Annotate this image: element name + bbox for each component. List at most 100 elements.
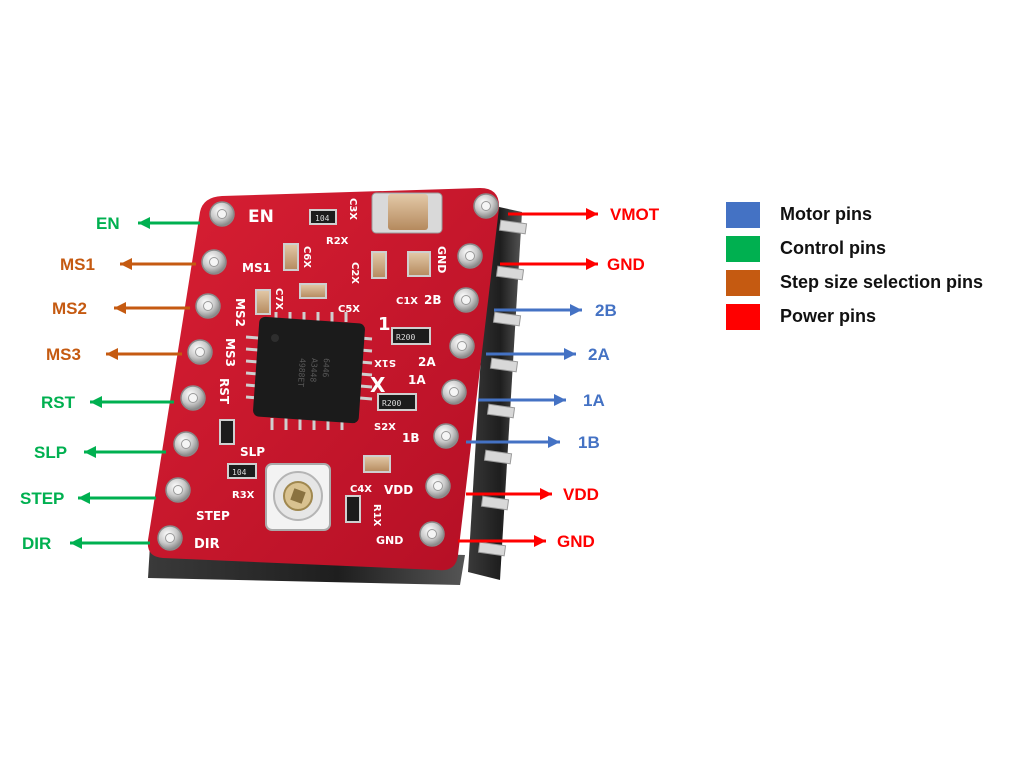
arrow-right-vdd-6 — [466, 488, 552, 500]
arrow-right-2a-3 — [486, 348, 576, 360]
pin-label-right-2b-2: 2B — [595, 301, 617, 320]
silk-c4x: C4X — [350, 484, 372, 495]
pad-right-2b-2 — [453, 287, 479, 313]
pad-right-2a-3 — [449, 333, 475, 359]
silk-1b: 1B — [402, 431, 420, 445]
silk-c7x: C7X — [273, 288, 284, 310]
arrow-right-gnd-1 — [500, 258, 598, 270]
pin-label-right-vmot-0: VMOT — [610, 205, 660, 224]
board-silkscreen: EN MS1 MS2 MS3 RST SLP STEP DIR GND 2B 2… — [194, 198, 448, 552]
silk-c1x: C1X — [396, 296, 418, 307]
silk-rst: RST — [217, 378, 231, 405]
resistor-mark-s2x: R200 — [382, 399, 401, 408]
arrow-left-en-0 — [138, 217, 200, 229]
driver-chip: 4988ET A3448 6446 — [245, 312, 373, 430]
arrow-left-slp-5 — [84, 446, 166, 458]
capacitor-c2x — [371, 251, 387, 279]
pin-label-left-ms1-1: MS1 — [60, 255, 95, 274]
pin-label-right-vdd-6: VDD — [563, 485, 599, 504]
pad-left-ms3-3 — [187, 339, 213, 365]
silk-s1x: S1X — [374, 357, 396, 368]
pin-label-right-gnd-7: GND — [557, 532, 595, 551]
silk-c3x: C3X — [347, 198, 358, 220]
silk-r3x: R3X — [232, 490, 255, 501]
resistor-r1x — [345, 495, 361, 523]
resistor-r3x — [227, 463, 257, 479]
legend-item-control: Control pins — [726, 234, 1016, 268]
pad-left-ms2-2 — [195, 293, 221, 319]
pin-label-right-gnd-1: GND — [607, 255, 645, 274]
silk-ms1: MS1 — [242, 261, 271, 275]
silk-r2x: R2X — [326, 236, 349, 247]
pad-right-gnd-7 — [419, 521, 445, 547]
pin-label-right-1a-4: 1A — [583, 391, 605, 410]
pad-left-step-6 — [165, 477, 191, 503]
resistor-r2x — [309, 209, 337, 225]
pad-right-gnd-1 — [457, 243, 483, 269]
pad-left-ms1-1 — [201, 249, 227, 275]
arrow-left-dir-7 — [70, 537, 150, 549]
capacitor-c1x — [407, 251, 431, 277]
pin-label-left-ms2-2: MS2 — [52, 299, 87, 318]
silk-en: EN — [248, 207, 274, 227]
arrow-right-vmot-0 — [508, 208, 598, 220]
silk-c5x: C5X — [338, 304, 360, 315]
legend-label-step: Step size selection pins — [780, 272, 984, 292]
pad-left-slp-5 — [173, 431, 199, 457]
capacitor-c4x — [363, 455, 391, 473]
pin-legend: Motor pins Control pins Step size select… — [726, 200, 1016, 336]
silk-ms3: MS3 — [223, 338, 237, 367]
electrolytic-capacitor — [371, 192, 443, 234]
pad-left-en-0 — [209, 201, 235, 227]
arrow-left-ms3-3 — [106, 348, 182, 360]
sense-resistor-s2x — [377, 393, 417, 411]
legend-label-power: Power pins — [780, 306, 877, 326]
pad-right-1a-4 — [441, 379, 467, 405]
pin-label-left-ms3-3: MS3 — [46, 345, 81, 364]
silk-mark-one: 1 — [378, 314, 391, 335]
pad-left-dir-7 — [157, 525, 183, 551]
resistor-left — [219, 419, 235, 445]
arrow-left-ms2-2 — [114, 302, 190, 314]
pad-left-rst-4 — [180, 385, 206, 411]
legend-item-power: Power pins — [726, 302, 1016, 336]
capacitor-c7x — [255, 289, 271, 315]
legend-swatch-motor — [726, 202, 760, 228]
current-limit-potentiometer — [265, 463, 331, 531]
legend-item-step: Step size selection pins — [726, 268, 1016, 302]
arrow-left-rst-4 — [90, 396, 174, 408]
pin-label-right-1b-5: 1B — [578, 433, 600, 452]
pin-pads — [157, 193, 499, 551]
pin-header-right — [468, 205, 528, 580]
smd-components: 104 R200 R200 104 — [219, 209, 431, 523]
legend-label-motor: Motor pins — [780, 204, 872, 224]
legend-swatch-step — [726, 270, 760, 296]
pin-callouts: ENMS1MS2MS3RSTSLPSTEPDIRVMOTGND2B2A1A1BV… — [20, 205, 660, 553]
resistor-mark-s1x: R200 — [396, 333, 415, 342]
silk-vdd: VDD — [384, 483, 413, 497]
pad-right-vdd-6 — [425, 473, 451, 499]
silk-gnd-bottom: GND — [376, 534, 403, 547]
silk-ms2: MS2 — [233, 298, 247, 327]
pad-right-1b-5 — [433, 423, 459, 449]
silk-c6x: C6X — [301, 246, 312, 268]
resistor-mark-r3x: 104 — [232, 468, 247, 477]
silk-step: STEP — [196, 509, 230, 523]
legend-item-motor: Motor pins — [726, 200, 1016, 234]
arrow-left-ms1-1 — [120, 258, 196, 270]
silk-c2x: C2X — [349, 262, 360, 284]
capacitor-c5x — [299, 283, 327, 299]
silk-1a: 1A — [408, 373, 426, 387]
pin-label-left-slp-5: SLP — [34, 443, 67, 462]
silk-s2x: S2X — [374, 422, 396, 433]
pin-label-left-step-6: STEP — [20, 489, 64, 508]
arrow-right-2b-2 — [494, 304, 582, 316]
chip-marking-3: 6446 — [321, 358, 331, 378]
pin-label-left-en-0: EN — [96, 214, 120, 233]
legend-swatch-power — [726, 304, 760, 330]
resistor-mark-r2x: 104 — [315, 214, 330, 223]
silk-slp: SLP — [240, 445, 265, 459]
sense-resistor-s1x — [391, 327, 431, 345]
pin-label-left-rst-4: RST — [41, 393, 76, 412]
